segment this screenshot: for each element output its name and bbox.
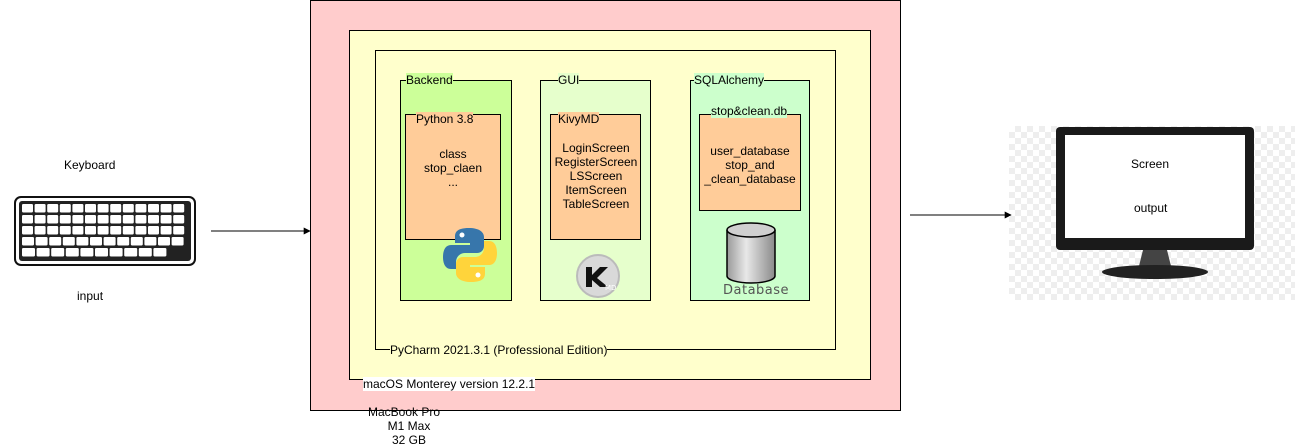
database-icon <box>725 222 777 289</box>
svg-text:MD: MD <box>605 284 616 292</box>
keyboard-key <box>65 248 79 257</box>
keyboard-key <box>124 248 138 257</box>
keyboard-title: Keyboard <box>64 158 116 172</box>
database-tables: user_database stop_and _clean_database <box>699 144 801 186</box>
pycharm-label: PyCharm 2021.3.1 (Professional Edition) <box>390 343 608 357</box>
keyboard-key <box>158 237 170 246</box>
keyboard-key <box>85 204 96 213</box>
keyboard-key <box>130 237 143 246</box>
keyboard-key <box>72 226 84 235</box>
monitor-icon <box>1055 126 1255 285</box>
keyboard-key <box>122 215 134 224</box>
macbook-label: MacBook Pro M1 Max 32 GB <box>368 405 440 447</box>
python-box <box>405 114 501 240</box>
keyboard-key <box>171 237 184 246</box>
macbook-memory: 32 GB <box>392 433 427 447</box>
keyboard-key <box>148 226 159 235</box>
screen-item-table: TableScreen <box>562 197 630 211</box>
python-line-ellipsis: ... <box>447 175 458 189</box>
keyboard-key <box>97 204 109 213</box>
macos-label: macOS Monterey version 12.2.1 <box>363 377 536 391</box>
sqlalchemy-label: SQLAlchemy <box>694 73 765 87</box>
python-line-class: class <box>439 147 467 161</box>
keyboard-key <box>122 226 134 235</box>
database-file-label: stop&clean.db <box>711 104 788 118</box>
keyboard-key <box>59 226 71 235</box>
keyboard-key <box>160 204 172 213</box>
screen-item-ls: LSScreen <box>569 169 623 183</box>
kivymd-label: KivyMD <box>558 112 600 126</box>
screen-item-login: LoginScreen <box>562 141 630 155</box>
keyboard-key <box>62 237 75 246</box>
keyboard-key <box>144 237 157 246</box>
kivymd-screens: LoginScreen RegisterScreen LSScreen Item… <box>548 141 644 211</box>
python-label: Python 3.8 <box>416 112 474 126</box>
keyboard-key <box>135 204 147 213</box>
screen-item-item: ItemScreen <box>565 183 627 197</box>
keyboard-key <box>173 226 185 235</box>
keyboard-key <box>22 204 33 213</box>
keyboard-key <box>36 248 50 257</box>
table-user-database: user_database <box>710 144 790 158</box>
python-line-stop-claen: stop_claen <box>423 161 483 175</box>
monitor-caption: output <box>1134 201 1168 215</box>
keyboard-key <box>173 204 185 213</box>
keyboard-key <box>109 248 123 257</box>
keyboard-key <box>110 204 122 213</box>
keyboard-key <box>59 215 71 224</box>
keyboard-key <box>22 215 33 224</box>
table-clean-database: _clean_database <box>704 172 796 186</box>
keyboard-key <box>97 226 109 235</box>
keyboard-caption: input <box>77 289 104 303</box>
keyboard-key <box>34 204 46 213</box>
keyboard-key <box>148 215 159 224</box>
table-stop-and: stop_and <box>725 158 775 172</box>
keyboard-key <box>85 226 96 235</box>
keyboard-key <box>72 215 84 224</box>
keyboard-key <box>135 215 147 224</box>
keyboard-key <box>135 226 147 235</box>
keyboard-key <box>103 237 116 246</box>
database-caption: Database <box>723 283 790 298</box>
keyboard-key <box>97 215 109 224</box>
keyboard-key <box>138 248 152 257</box>
keyboard-key <box>95 248 108 257</box>
keyboard-key <box>34 226 46 235</box>
keyboard-key <box>72 204 84 213</box>
keyboard-key <box>76 237 89 246</box>
keyboard-key <box>22 237 34 246</box>
keyboard-key <box>160 226 172 235</box>
keyboard-key <box>47 215 59 224</box>
gui-label: GUI <box>558 73 580 87</box>
keyboard-key <box>22 226 33 235</box>
keyboard-key <box>153 248 167 257</box>
monitor-label: Screen <box>1131 157 1170 171</box>
keyboard-key <box>160 215 172 224</box>
python-logo-icon <box>442 226 498 289</box>
macbook-model: MacBook Pro <box>368 405 441 419</box>
keyboard-key <box>49 237 62 246</box>
keyboard-key <box>59 204 71 213</box>
keyboard-key <box>148 204 159 213</box>
keyboard-key <box>122 204 134 213</box>
keyboard-key <box>117 237 130 246</box>
macbook-chip: M1 Max <box>387 419 431 433</box>
keyboard-key <box>47 204 59 213</box>
keyboard-key <box>85 215 96 224</box>
python-content: class stop_claen ... <box>405 147 501 189</box>
kivymd-logo-icon: MD <box>575 253 621 304</box>
keyboard-key <box>34 215 46 224</box>
keyboard-key <box>80 248 94 257</box>
keyboard-key <box>90 237 102 246</box>
keyboard-key <box>51 248 65 257</box>
keyboard-key <box>110 215 122 224</box>
keyboard-icon <box>14 196 196 271</box>
keyboard-key <box>47 226 59 235</box>
keyboard-key <box>110 226 122 235</box>
backend-label: Backend <box>406 73 453 87</box>
keyboard-key <box>173 215 185 224</box>
keyboard-key <box>35 237 48 246</box>
screen-item-register: RegisterScreen <box>554 155 638 169</box>
keyboard-key <box>22 248 35 257</box>
